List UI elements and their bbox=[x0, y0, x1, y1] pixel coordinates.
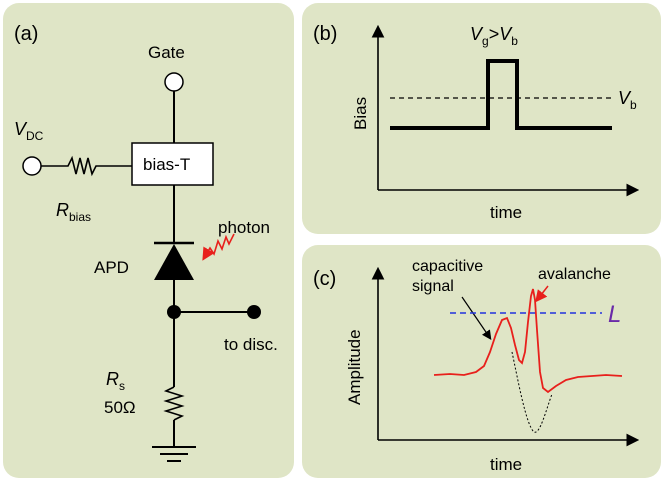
gate-terminal bbox=[164, 72, 184, 92]
capacitive-label-2: signal bbox=[412, 278, 454, 295]
panel-c-xlabel: time bbox=[490, 455, 522, 474]
panel-c-tag: (c) bbox=[313, 268, 336, 290]
capacitive-label-1: capacitive bbox=[412, 258, 483, 275]
panel-a-background bbox=[3, 3, 294, 478]
panel-b-tag: (b) bbox=[313, 23, 337, 45]
bias-t-box bbox=[131, 142, 214, 186]
capacitive-arrow bbox=[461, 296, 492, 340]
vg-gt-vb-label: Vg>Vb bbox=[470, 24, 518, 48]
photon-arrow bbox=[202, 233, 235, 261]
panel-c-ylabel: Amplitude bbox=[345, 329, 364, 405]
panel-b-background bbox=[302, 3, 661, 234]
rs-resistor bbox=[163, 386, 185, 421]
photon-label: photon bbox=[218, 218, 270, 237]
gate-label: Gate bbox=[148, 43, 185, 62]
vb-line-label: Vb bbox=[618, 88, 637, 112]
vdc-label: VDC bbox=[14, 119, 44, 143]
bias-t-label: bias-T bbox=[143, 155, 190, 174]
panel-b-xlabel: time bbox=[490, 203, 522, 222]
threshold-label: L bbox=[608, 301, 621, 328]
panel-c-background bbox=[302, 245, 661, 478]
panel-b-ylabel: Bias bbox=[351, 97, 370, 130]
apd-diode-symbol bbox=[154, 244, 194, 280]
vdc-terminal bbox=[22, 156, 42, 176]
disc-terminal bbox=[247, 305, 261, 319]
avalanche-label: avalanche bbox=[538, 266, 611, 283]
rbias-label: Rbias bbox=[56, 200, 91, 224]
avalanche-signal-trace bbox=[433, 288, 623, 394]
rs-label: Rs bbox=[106, 369, 125, 393]
apd-label: APD bbox=[94, 258, 129, 277]
to-disc-label: to disc. bbox=[224, 335, 278, 354]
rbias-resistor bbox=[41, 155, 132, 177]
rs-value: 50Ω bbox=[104, 398, 136, 417]
gate-pulse-trace bbox=[390, 59, 612, 130]
panel-a-tag: (a) bbox=[14, 23, 38, 45]
avalanche-arrow bbox=[535, 285, 549, 303]
capacitive-signal-trace bbox=[511, 351, 553, 433]
